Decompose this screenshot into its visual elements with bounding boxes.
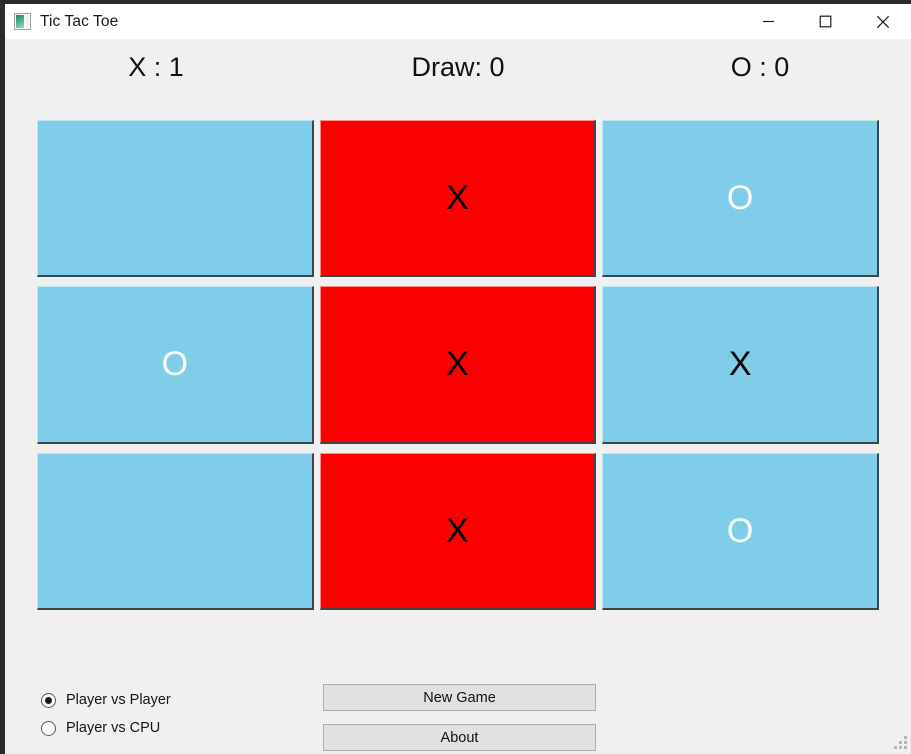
board-cell-8[interactable]: O bbox=[602, 452, 879, 610]
board-cell-2[interactable]: O bbox=[602, 120, 879, 278]
game-board: X O O X X X O bbox=[37, 120, 879, 610]
title-bar[interactable]: Tic Tac Toe bbox=[5, 4, 911, 39]
action-buttons: New Game About bbox=[323, 684, 596, 751]
close-button[interactable] bbox=[854, 4, 911, 39]
minimize-button[interactable] bbox=[740, 4, 797, 39]
cell-mark: X bbox=[728, 345, 752, 384]
board-cell-1[interactable]: X bbox=[319, 120, 597, 278]
cell-mark: X bbox=[446, 511, 469, 550]
resize-grip[interactable] bbox=[893, 736, 907, 750]
app-image-icon bbox=[14, 13, 31, 30]
grip-dot bbox=[904, 741, 907, 744]
maximize-icon bbox=[819, 15, 832, 28]
grip-dot bbox=[899, 741, 902, 744]
radio-label-player-vs-cpu: Player vs CPU bbox=[66, 720, 161, 736]
mode-radio-group: Player vs Player Player vs CPU bbox=[41, 692, 171, 736]
scoreboard: X : 1 Draw: 0 O : 0 bbox=[5, 39, 911, 96]
title-bar-left: Tic Tac Toe bbox=[5, 13, 740, 31]
cell-mark: X bbox=[446, 179, 469, 218]
new-game-button[interactable]: New Game bbox=[323, 684, 596, 711]
score-draw: Draw: 0 bbox=[411, 52, 505, 82]
board-cell-3[interactable]: O bbox=[37, 286, 314, 444]
cell-mark: O bbox=[161, 345, 189, 384]
close-icon bbox=[876, 15, 889, 28]
board-cell-7[interactable]: X bbox=[319, 452, 597, 610]
radio-label-player-vs-player: Player vs Player bbox=[66, 692, 171, 708]
grip-dot bbox=[894, 746, 897, 749]
bottom-controls: Player vs Player Player vs CPU New Game … bbox=[5, 620, 911, 754]
window-controls bbox=[740, 4, 911, 39]
board-cell-4[interactable]: X bbox=[319, 286, 597, 444]
radio-player-vs-cpu[interactable]: Player vs CPU bbox=[41, 720, 171, 736]
score-x: X : 1 bbox=[128, 52, 184, 82]
cell-mark: O bbox=[726, 511, 754, 550]
cell-mark: O bbox=[726, 179, 754, 218]
radio-selected-icon[interactable] bbox=[41, 692, 56, 708]
score-o: O : 0 bbox=[730, 52, 790, 82]
client-area: X : 1 Draw: 0 O : 0 X O O X X X O Player… bbox=[5, 39, 911, 754]
about-button[interactable]: About bbox=[323, 724, 596, 751]
grip-dot bbox=[904, 736, 907, 739]
radio-unselected-icon[interactable] bbox=[41, 720, 56, 736]
minimize-icon bbox=[763, 20, 774, 23]
cell-mark: X bbox=[446, 345, 469, 384]
grip-dot bbox=[904, 746, 907, 749]
maximize-button[interactable] bbox=[797, 4, 854, 39]
window-title: Tic Tac Toe bbox=[40, 12, 119, 30]
board-cell-5[interactable]: X bbox=[602, 286, 879, 444]
grip-dot bbox=[899, 746, 902, 749]
board-cell-0[interactable] bbox=[37, 120, 314, 278]
radio-player-vs-player[interactable]: Player vs Player bbox=[41, 692, 171, 708]
board-cell-6[interactable] bbox=[37, 452, 314, 610]
